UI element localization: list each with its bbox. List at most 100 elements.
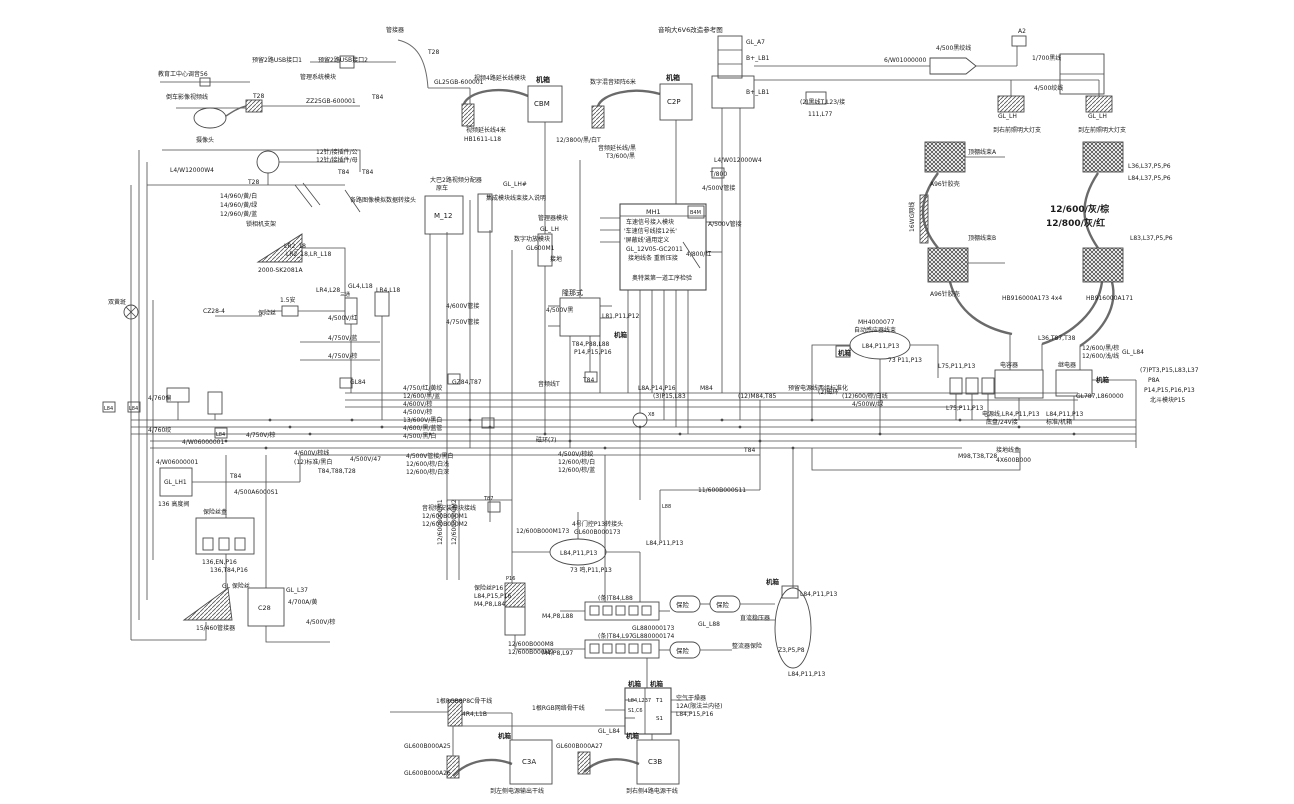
diagram-label: GL600B000173 [574,529,621,536]
junction-dot [720,418,724,422]
diagram-label: C3B [648,758,662,766]
diagram-label: GL600B000A27 [556,743,603,750]
diagram-label: L75,P11,P13 [938,363,975,370]
component-box [619,203,707,291]
diagram-label: 4/500W/绿 [852,400,883,408]
diagram-label: 4/500绞线 [1034,84,1063,92]
diagram-label: 136,T84,P16 [210,567,248,574]
diagram-label: M4,P8,L84 [474,601,505,608]
diagram-label: T84 [371,94,383,101]
diagram-label: GL600B000A25 [404,743,451,750]
diagram-label: 到左侧电源输出干线 [490,787,544,795]
component-box [669,595,701,613]
diagram-label: T87 [483,496,493,502]
junction-dot [308,432,312,436]
component-box [199,77,211,87]
junction-dot [288,425,292,429]
diagram-label: 机箱 [628,679,642,688]
diagram-label: L84,P11,P13 [1046,411,1083,418]
junction-dot [958,418,962,422]
diagram-label: 12/600B000M1 [437,499,444,545]
component-box [202,537,214,551]
component-box [447,373,461,385]
component-ellipse [774,587,812,669]
component-box [965,377,979,395]
diagram-label: GL600M1 [526,245,555,252]
component-box [234,537,246,551]
diagram-label: MH1 [646,208,661,216]
diagram-label: 12/600/棕/白浅 [406,460,449,468]
diagram-label: T/800 [709,171,727,178]
diagram-label: 保险 [676,600,690,609]
diagram-label: 奥特莱第一道工序检验 [632,274,692,282]
diagram-label: 标准/机箱 [1046,418,1072,426]
junction-dot [264,446,268,450]
component-box [344,297,358,325]
component-box [559,297,601,337]
component-box [711,167,725,179]
component-box [687,205,705,219]
diagram-label: 视频4路延长线模块 [474,74,526,82]
diagram-label: A96针胶壳 [930,180,960,188]
cable [462,88,529,105]
wire [910,344,939,378]
junction-dot [638,425,642,429]
wire [682,241,701,269]
diagram-label: 12/600B000M2 [451,499,458,545]
cable [397,39,429,89]
diagram-label: (7)PT3,P15,L83,L37 [1140,367,1199,374]
component-box [805,91,827,105]
component-box [102,401,116,413]
diagram-label: GL25GB-600001 [434,79,484,86]
diagram-label: 4/700A/黄 [288,598,317,606]
diagram-label: GL 保险丝 [222,582,250,590]
diagram-label: CBM [534,100,550,108]
diagram-label: 教育工中心调音56 [158,70,208,78]
diagram-label: 接地 [550,255,562,263]
diagram-label: GL4,L18 [348,283,373,290]
diagram-label: 4R4,L1B [462,711,487,718]
component-box [615,643,626,654]
component-box [641,643,652,654]
diagram-label: 12/600B000M1 [422,513,468,520]
diagram-label: 12/600/棕/蓝 [558,466,595,474]
diagram-label: 4/760偏 [148,394,171,402]
diagram-label: 12针/接插件/母 [316,156,358,164]
wire [344,189,361,213]
diagram-label: 电容器 [1000,361,1018,369]
diagram-label: 磁环(7) [536,436,557,444]
component-box [994,369,1044,399]
diagram-label: 电源线,LR4,P11,P13 [982,410,1040,418]
diagram-label: T84 [229,473,241,480]
wire [302,182,321,206]
diagram-label: 4/500V管接 [702,184,735,192]
component-box [584,371,598,383]
diagram-label: A2 [1018,28,1026,35]
diagram-label: 摄像头 [196,136,214,144]
diagram-label: 双黄斑 [108,298,126,306]
diagram-label: 顶棚线束A [968,148,997,156]
cable [948,281,1013,336]
diagram-label: LR4,L18 [376,287,400,294]
diagram-label: L84 [129,406,138,412]
diagram-label: HB1611-L18 [464,136,501,143]
diagram-label: 12针/接插件/公 [316,148,358,156]
component-box [624,687,672,735]
cable [452,758,513,777]
component-box [195,517,255,555]
junction-dot [488,425,492,429]
diagram-label: L84,L37,P5,P6 [1128,175,1171,182]
diagram-label: 机箱 [614,330,628,339]
diagram-label: HB916000A171 [1086,295,1133,302]
component-box [447,699,463,727]
diagram-label: GL_LH [540,226,559,233]
diagram-label: 到右前照明大灯支 [993,126,1041,134]
junction-dot [268,418,272,422]
diagram-label: 4/600V/棕线 [294,449,329,457]
diagram-label: CZ28-4 [203,308,225,315]
wire [294,184,313,208]
diagram-label: ZZ25GB-600001 [306,98,356,105]
diagram-label: GL880000173 [632,625,675,632]
diagram-label: 12/800/灰/红 [1046,217,1105,229]
